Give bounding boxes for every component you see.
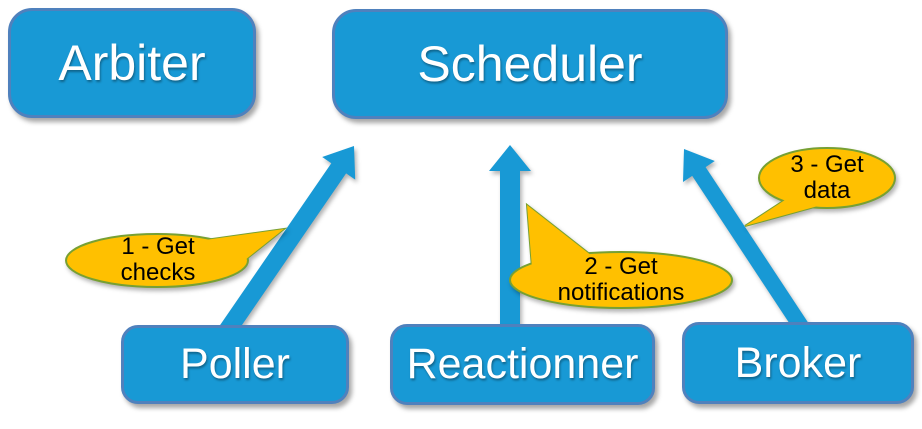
- callout-1-line2: checks: [120, 259, 196, 286]
- callout-3-tail-join: [745, 198, 818, 226]
- callout-1-tail-join: [205, 229, 284, 260]
- node-broker: Broker: [682, 322, 914, 404]
- callout-2-ellipse: [509, 251, 733, 309]
- callout-2-line1: 2 - Get: [584, 253, 658, 280]
- callout-3-ellipse: [758, 147, 896, 209]
- node-reactionner: Reactionner: [390, 324, 655, 405]
- callout-2-tail-join: [527, 205, 592, 268]
- callout-3-text: 3 - Get data: [717, 152, 922, 204]
- callout-bubble-1: [65, 227, 288, 288]
- node-reactionner-label: Reactionner: [406, 340, 639, 388]
- callout-2-text: 2 - Get notifications: [511, 254, 731, 306]
- callout-1-line1: 1 - Get: [121, 233, 195, 260]
- node-scheduler: Scheduler: [332, 9, 728, 119]
- node-arbiter: Arbiter: [8, 8, 256, 118]
- callout-3-line1: 3 - Get: [790, 151, 864, 178]
- callout-3-line2: data: [803, 177, 851, 204]
- arrow-poller-to-scheduler: [210, 146, 356, 350]
- callout-1-text: 1 - Get checks: [48, 234, 268, 286]
- callout-bubble-2: [509, 202, 733, 309]
- callout-bubble-3: [744, 147, 896, 227]
- arrow-broker-to-scheduler: [683, 149, 817, 345]
- node-arbiter-label: Arbiter: [58, 35, 206, 91]
- node-poller: Poller: [121, 325, 349, 404]
- callout-2-line2: notifications: [557, 279, 685, 306]
- node-poller-label: Poller: [180, 340, 290, 388]
- node-scheduler-label: Scheduler: [417, 36, 643, 92]
- node-broker-label: Broker: [734, 338, 862, 387]
- arrow-reactionner-to-scheduler: [489, 145, 531, 338]
- callout-1-ellipse: [65, 233, 249, 288]
